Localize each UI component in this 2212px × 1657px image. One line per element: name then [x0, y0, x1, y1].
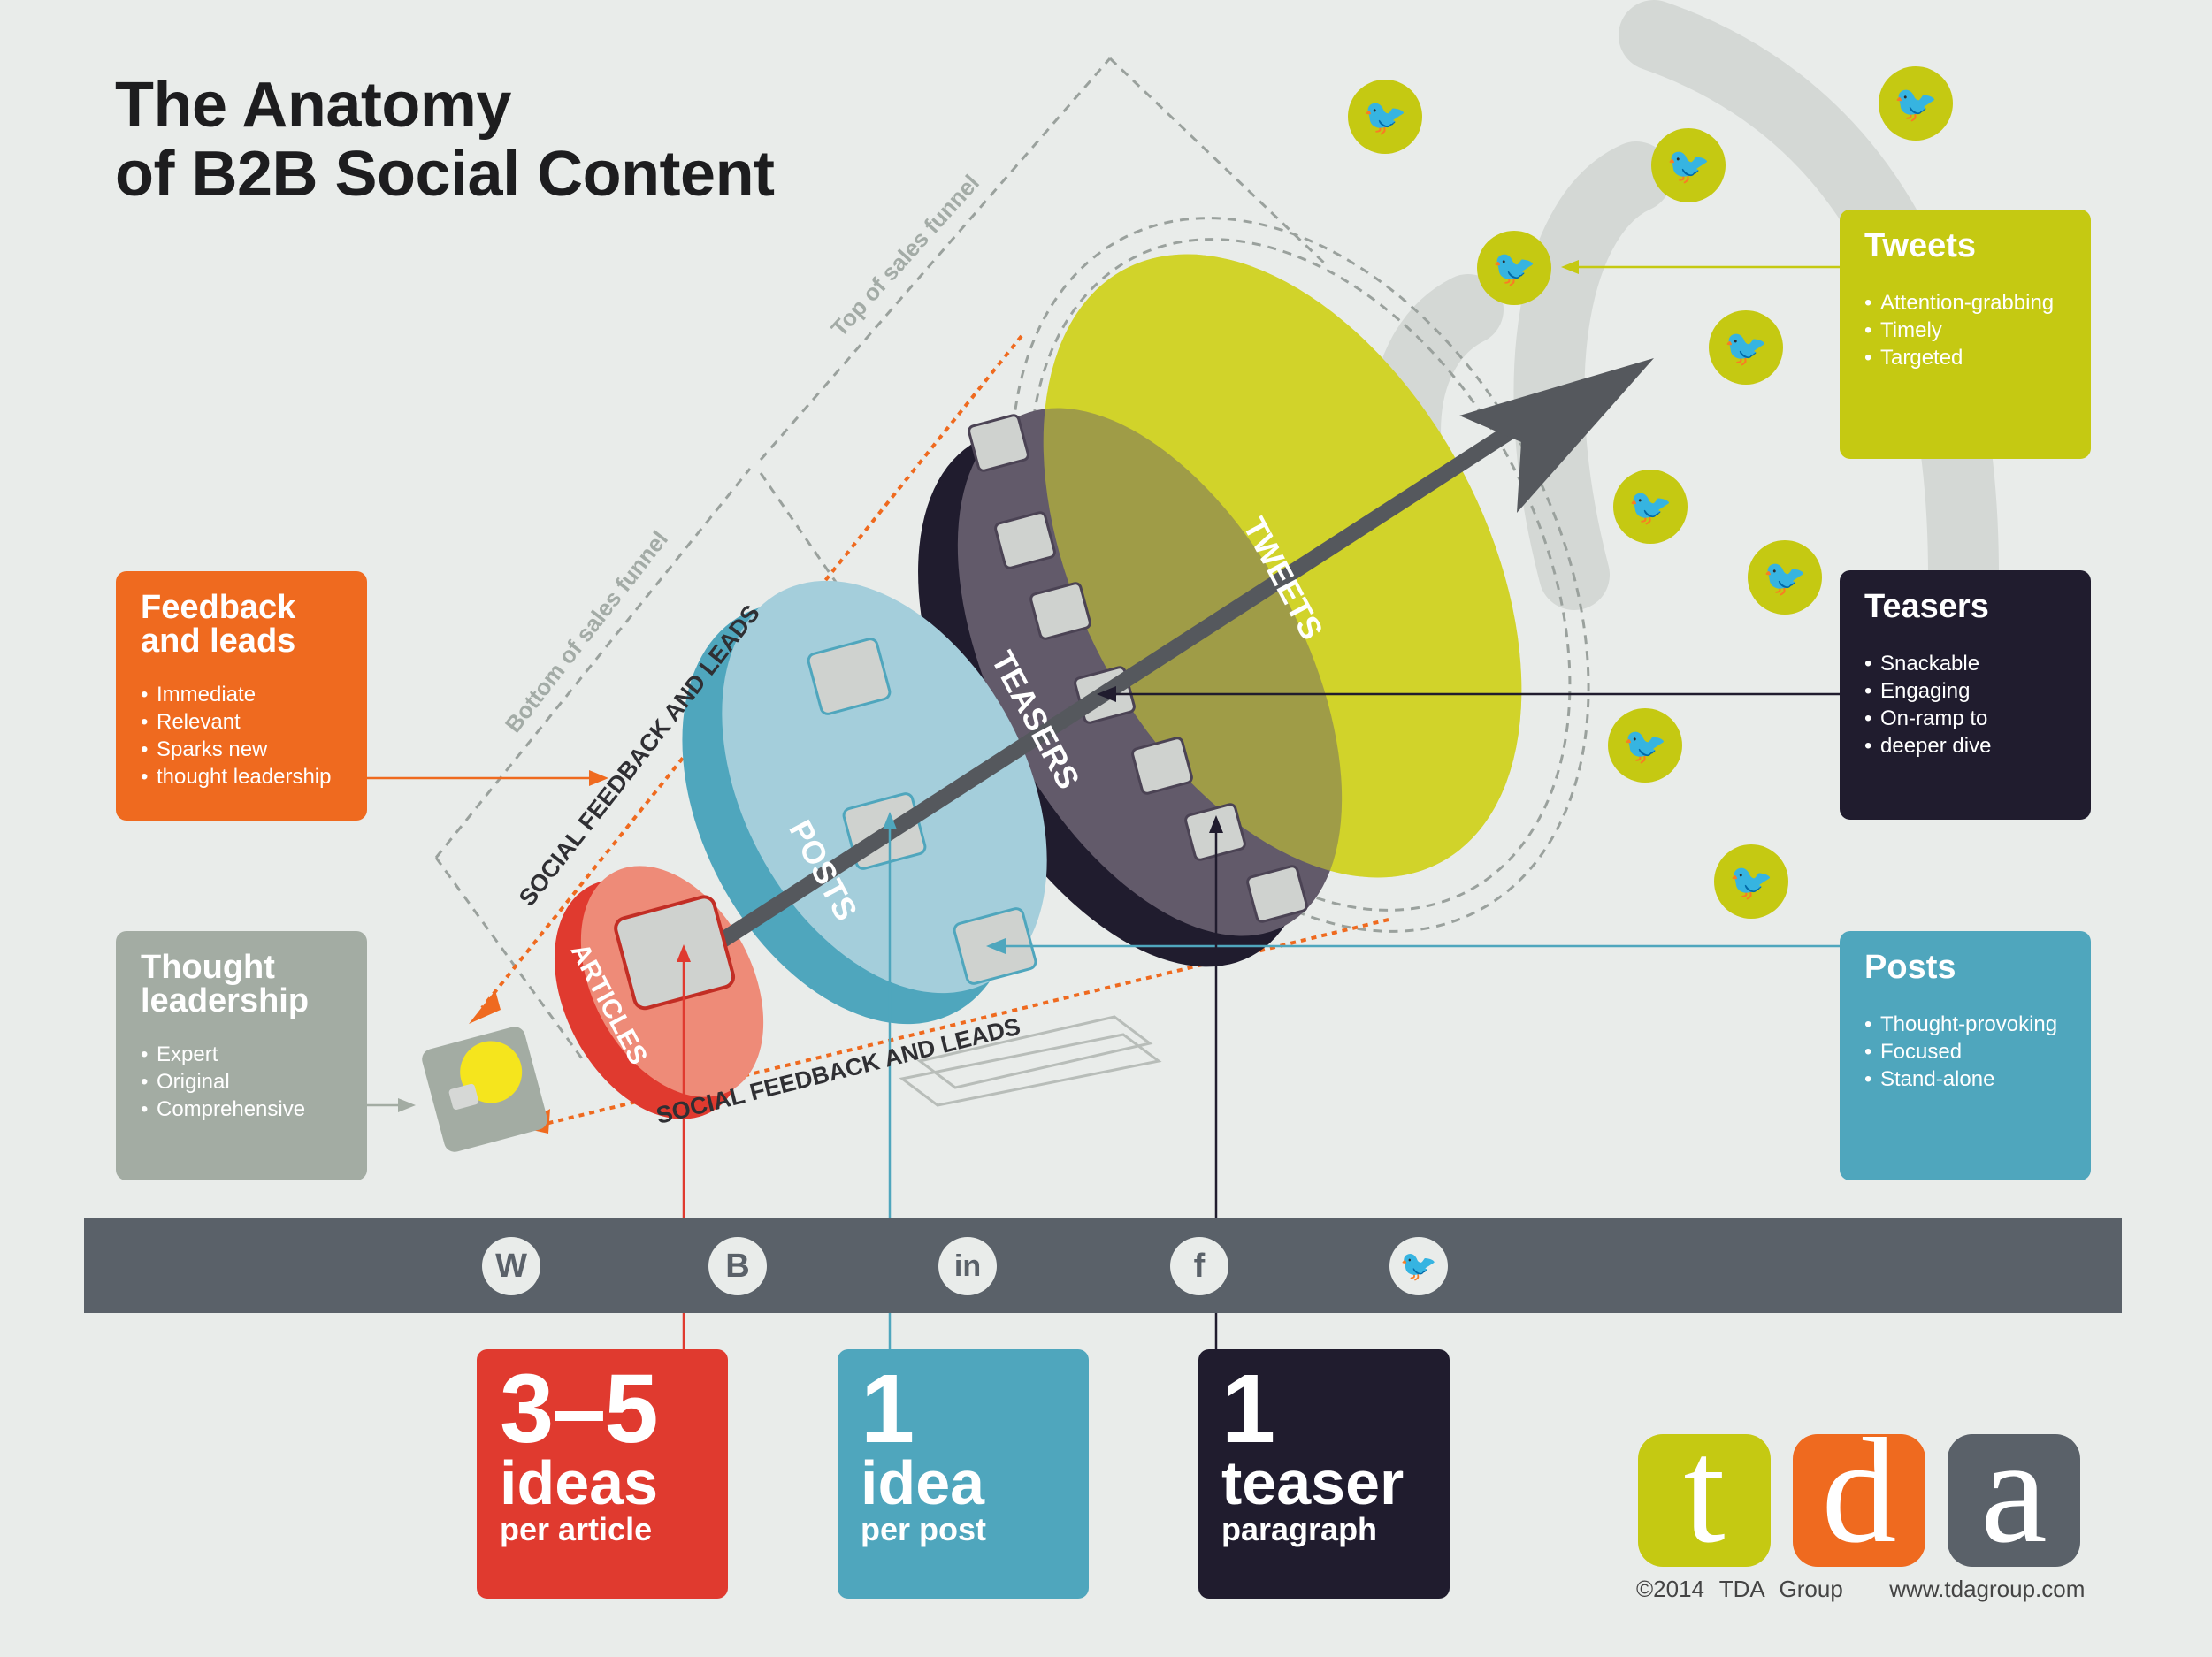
metric-sub: paragraph — [1221, 1511, 1378, 1547]
blogger-icon[interactable]: B — [708, 1237, 767, 1295]
svg-text:🐦: 🐦 — [1628, 487, 1672, 528]
feedback-card-item: Relevant — [141, 708, 342, 736]
bottom-of-funnel-label: Bottom of sales funnel — [500, 526, 673, 737]
svg-text:🐦: 🐦 — [1724, 328, 1768, 369]
posts-card: Posts Thought-provoking Focused Stand-al… — [1840, 931, 2091, 1180]
posts-card-item: Stand-alone — [1864, 1065, 2066, 1093]
metric-teasers: 1 teaser paragraph — [1198, 1349, 1450, 1599]
twitter-bubble-icon — [1348, 80, 1422, 154]
feedback-card-title-2: and leads — [141, 622, 296, 660]
posts-shadow — [899, 1015, 1162, 1107]
thought-card-item: Comprehensive — [141, 1096, 342, 1123]
title-line-2: of B2B Social Content — [115, 139, 775, 210]
footer: ©2014 TDA Group www.tdagroup.com — [1636, 1576, 2085, 1603]
svg-text:🐦: 🐦 — [1623, 726, 1667, 767]
thought-leadership-card: Thought leadership Expert Original Compr… — [116, 931, 367, 1180]
svg-text:🐦: 🐦 — [1492, 248, 1536, 289]
logo-t-tile: t — [1638, 1434, 1771, 1567]
facebook-icon[interactable]: f — [1170, 1237, 1228, 1295]
metric-number: 1 — [1221, 1355, 1275, 1463]
logo-a-tile: a — [1948, 1434, 2080, 1567]
teasers-card-item: Snackable — [1864, 650, 2066, 677]
article-square — [614, 895, 736, 1011]
svg-text:🐦: 🐦 — [1894, 84, 1938, 125]
thought-card-item: Original — [141, 1068, 342, 1096]
metric-sub: per article — [500, 1511, 653, 1547]
top-of-funnel-label: Top of sales funnel — [826, 170, 985, 342]
tweets-card-item: Targeted — [1864, 344, 2066, 371]
thought-card-title-1: Thought — [141, 949, 275, 986]
teasers-card: Teasers Snackable Engaging On-ramp to de… — [1840, 570, 2091, 820]
twitter-bubble-icon — [1651, 128, 1726, 202]
tweets-card-item: Attention-grabbing — [1864, 289, 2066, 317]
svg-text:🐦: 🐦 — [1666, 146, 1711, 187]
thought-card-title-2: leadership — [141, 982, 310, 1019]
teasers-card-item: Engaging — [1864, 677, 2066, 705]
page-title: The Anatomy of B2B Social Content — [115, 71, 775, 209]
feedback-card-item: thought leadership — [141, 763, 342, 790]
teasers-card-title: Teasers — [1864, 588, 1989, 625]
twitter-bubbles — [1348, 66, 1953, 919]
funnel-arrow — [668, 417, 1526, 980]
tweets-card: Tweets Attention-grabbing Timely Targete… — [1840, 210, 2091, 459]
twitter-bubble-icon — [1879, 66, 1953, 141]
copyright-text: ©2014 TDA Group — [1636, 1576, 1843, 1602]
metric-sub: per post — [861, 1511, 987, 1547]
metric-articles: 3–5 ideas per article — [477, 1349, 728, 1599]
twitter-bubble-icon — [1477, 231, 1551, 305]
title-line-1: The Anatomy — [115, 70, 511, 141]
thought-card-item: Expert — [141, 1041, 342, 1068]
feedback-card: Feedback and leads Immediate Relevant Sp… — [116, 571, 367, 821]
tweets-card-item: Timely — [1864, 317, 2066, 344]
feedback-card-title-1: Feedback — [141, 589, 296, 626]
metric-posts: 1 idea per post — [838, 1349, 1089, 1599]
lightbulb-icon — [422, 1027, 547, 1152]
svg-text:🐦: 🐦 — [1363, 97, 1407, 138]
feedback-card-item: Immediate — [141, 681, 342, 708]
posts-card-title: Posts — [1864, 949, 1956, 986]
social-media-bar — [84, 1218, 2122, 1313]
teasers-card-item: deeper dive — [1864, 732, 2066, 760]
teasers-card-item: On-ramp to — [1864, 705, 2066, 732]
tweets-card-title: Tweets — [1864, 227, 1977, 264]
posts-card-item: Focused — [1864, 1038, 2066, 1065]
twitter-bubble-icon — [1709, 310, 1783, 385]
metric-unit: teaser — [1221, 1448, 1405, 1517]
metric-number: 3–5 — [500, 1355, 659, 1463]
twitter-bubble-icon — [1714, 844, 1788, 919]
metric-unit: ideas — [500, 1448, 658, 1517]
twitter-bubble-icon — [1608, 708, 1682, 783]
linkedin-icon[interactable]: in — [938, 1237, 997, 1295]
posts-card-item: Thought-provoking — [1864, 1011, 2066, 1038]
wordpress-icon[interactable]: W — [482, 1237, 540, 1295]
feedback-card-item: Sparks new — [141, 736, 342, 763]
logo-d-tile: d — [1793, 1434, 1925, 1567]
svg-text:🐦: 🐦 — [1763, 558, 1807, 599]
metric-unit: idea — [861, 1448, 985, 1517]
twitter-bubble-icon — [1613, 470, 1688, 544]
twitter-bubble-icon — [1748, 540, 1822, 615]
website-link[interactable]: www.tdagroup.com — [1889, 1576, 2086, 1602]
svg-text:🐦: 🐦 — [1729, 862, 1773, 903]
metric-number: 1 — [861, 1355, 915, 1463]
twitter-icon[interactable]: 🐦 — [1389, 1237, 1448, 1295]
